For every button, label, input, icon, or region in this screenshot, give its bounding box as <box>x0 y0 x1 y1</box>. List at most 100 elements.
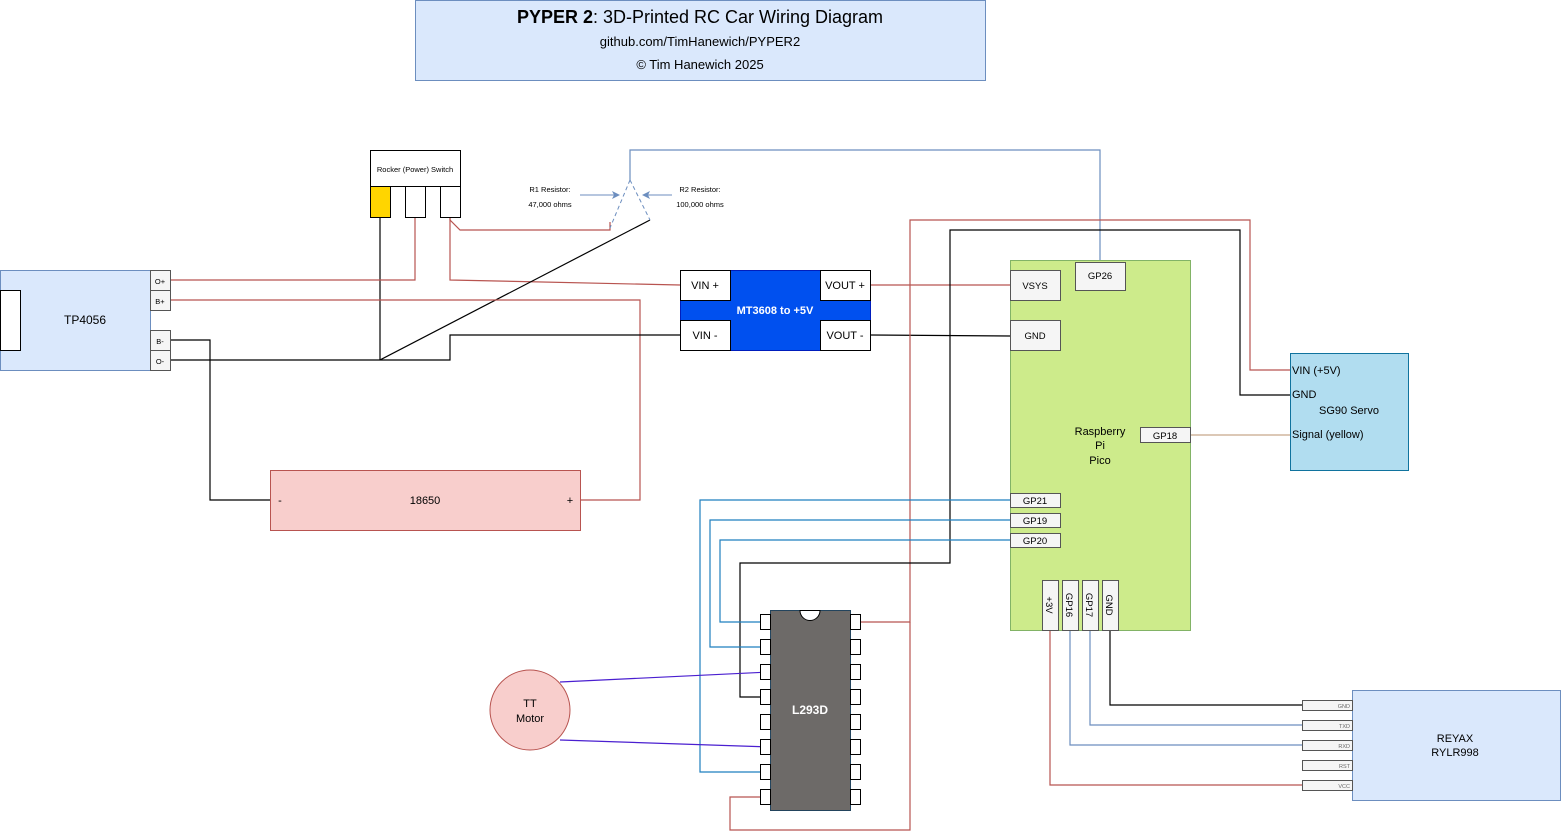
servo-signal: Signal (yellow) <box>1292 429 1364 441</box>
reyax-label-2: RYLR998 <box>1431 747 1479 759</box>
switch-label: Rocker (Power) Switch <box>377 165 453 174</box>
reyax-label-1: REYAX <box>1437 733 1474 745</box>
wire-reyax-vcc <box>1049 630 1302 786</box>
wires <box>170 149 1302 831</box>
voltage-divider: R1 Resistor: 47,000 ohms R2 Resistor: 10… <box>528 179 724 229</box>
pin-gp26: GP26 <box>1088 271 1112 282</box>
pico-label-1: Raspberry <box>1075 426 1126 438</box>
servo-vin: VIN (+5V) <box>1292 365 1341 377</box>
l293d-pin-right-3 <box>850 664 861 680</box>
battery-plus: + <box>567 495 573 507</box>
l293d-pin-left-4 <box>760 689 771 705</box>
pico-label-2: Pi <box>1095 440 1105 452</box>
pin-gnd-bottom: GND <box>1103 594 1114 615</box>
r2-resistor <box>629 179 651 221</box>
vout-minus: VOUT - <box>826 330 863 342</box>
pin-gp19: GP19 <box>1023 516 1047 527</box>
pin-bminus: B- <box>156 337 164 346</box>
battery-label: 18650 <box>410 495 441 507</box>
r2-value: 100,000 ohms <box>676 200 724 209</box>
wire-gp19 <box>709 519 1010 648</box>
l293d-pin-left-6 <box>760 739 771 755</box>
reyax-pin-rst: RST <box>1339 764 1351 770</box>
l293d-pin-right-6 <box>850 739 861 755</box>
servo-gnd: GND <box>1292 389 1317 401</box>
l293d-label: L293D <box>792 703 828 717</box>
wire-motor-b <box>559 739 771 748</box>
wire-switch-oplus <box>170 217 416 281</box>
reyax-rylr998: REYAX RYLR998 GND TXD RXD RST VCC <box>1302 690 1561 801</box>
wire-reyax-txd <box>1089 630 1302 726</box>
tp4056-module: TP4056 O+ B+ B- O- <box>0 270 171 371</box>
motor-label-1: TT <box>523 698 537 710</box>
pin-3v: +3V <box>1043 596 1054 614</box>
l293d-pin-right-8 <box>850 789 861 805</box>
reyax-pin-rxd: RXD <box>1338 744 1350 750</box>
servo-label: SG90 Servo <box>1319 405 1379 417</box>
pin-gp17: GP17 <box>1083 593 1094 617</box>
r1-label: R1 Resistor: <box>529 185 570 194</box>
copyright: © Tim Hanewich 2025 <box>636 57 763 72</box>
mt3608-boost: MT3608 to +5V VIN + VOUT + VIN - VOUT - <box>680 270 871 351</box>
l293d-pin-left-7 <box>760 764 771 780</box>
wire-motor-a <box>559 671 771 683</box>
usb-port <box>0 290 21 351</box>
l293d-pin-right-7 <box>850 764 861 780</box>
pin-vsys: VSYS <box>1022 281 1047 292</box>
wire-switch-r1 <box>449 217 611 231</box>
title-rest: : 3D-Printed RC Car Wiring Diagram <box>593 7 883 27</box>
r1-value: 47,000 ohms <box>528 200 572 209</box>
l293d-pin-right-2 <box>850 639 861 655</box>
reyax-pin-gnd: GND <box>1338 704 1350 710</box>
vout-plus: VOUT + <box>825 280 865 292</box>
rocker-switch: Rocker (Power) Switch <box>370 150 461 218</box>
l293d-pin-right-1 <box>850 614 861 630</box>
wire-switch-vin <box>449 217 681 286</box>
title: PYPER 2: 3D-Printed RC Car Wiring Diagra… <box>517 7 883 27</box>
wire-r2-ground <box>379 219 651 361</box>
r2-label: R2 Resistor: <box>679 185 720 194</box>
raspberry-pi-pico: Raspberry Pi Pico VSYS GND GP26 GP18 GP2… <box>1010 260 1191 631</box>
pin-gp20: GP20 <box>1023 536 1047 547</box>
mt3608-label: MT3608 to +5V <box>737 305 814 317</box>
l293d-pin-left-8 <box>760 789 771 805</box>
pin-gp21: GP21 <box>1023 496 1047 507</box>
title-box: PYPER 2: 3D-Printed RC Car Wiring Diagra… <box>415 0 986 81</box>
pin-ominus: O- <box>156 357 165 366</box>
l293d-pin-right-5 <box>850 714 861 730</box>
tp4056-label: TP4056 <box>64 313 106 327</box>
wire-divider-gp26 <box>629 149 1101 262</box>
battery-18650: 18650 - + <box>270 470 581 531</box>
wire-ominus-vin <box>170 334 680 361</box>
wire-5v-l293d <box>729 622 911 831</box>
title-bold: PYPER 2 <box>517 7 593 27</box>
tt-motor: TT Motor <box>489 669 571 751</box>
l293d-pin-left-5 <box>760 714 771 730</box>
pin-oplus: O+ <box>155 277 166 286</box>
switch-pin-3 <box>440 186 461 218</box>
wire-gp20 <box>719 539 1010 623</box>
l293d-pin-left-2 <box>760 639 771 655</box>
wire-bminus-battery <box>170 339 270 501</box>
wire-vout-gnd <box>869 334 1011 337</box>
wire-bplus-battery <box>170 299 641 501</box>
l293d-pin-right-4 <box>850 689 861 705</box>
reyax-pin-txd: TXD <box>1339 724 1350 730</box>
wire-reyax-rxd <box>1069 630 1302 746</box>
switch-pin-1 <box>370 186 391 218</box>
pin-bplus: B+ <box>155 297 165 306</box>
sg90-servo: VIN (+5V) GND SG90 Servo Signal (yellow) <box>1290 353 1409 471</box>
battery-minus: - <box>278 495 282 507</box>
pin-gnd: GND <box>1024 331 1045 342</box>
pico-label-3: Pico <box>1089 455 1110 467</box>
switch-pin-2 <box>405 186 426 218</box>
l293d-driver: L293D <box>760 610 861 811</box>
wire-gnd-servo <box>739 229 1290 698</box>
vin-minus: VIN - <box>692 330 717 342</box>
vin-plus: VIN + <box>691 280 719 292</box>
pin-gp18: GP18 <box>1153 431 1177 442</box>
pin-gp16: GP16 <box>1063 593 1074 617</box>
wire-5v-servo <box>860 219 1290 623</box>
repo-url: github.com/TimHanewich/PYPER2 <box>600 34 800 49</box>
